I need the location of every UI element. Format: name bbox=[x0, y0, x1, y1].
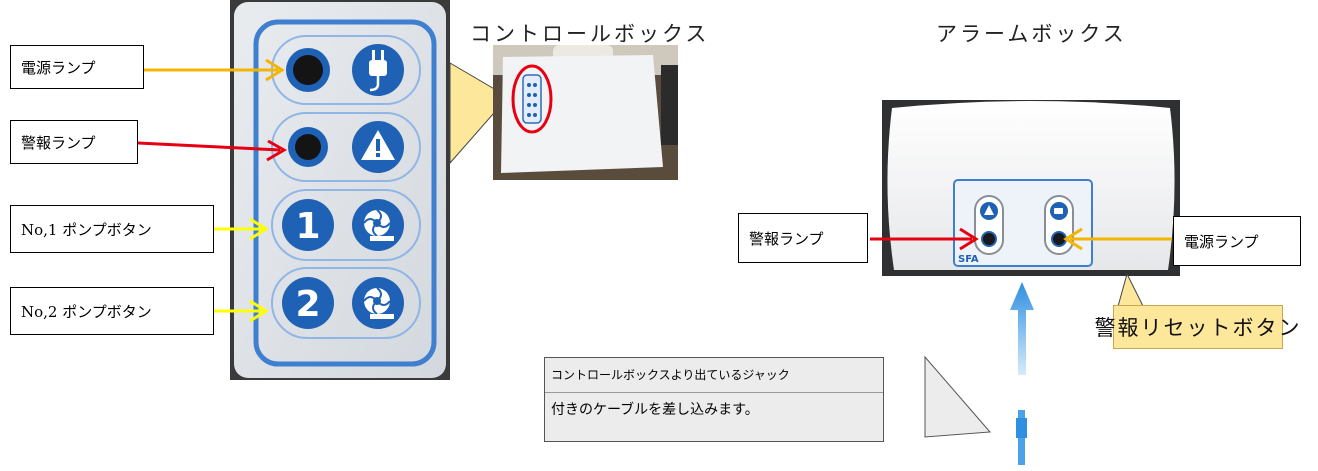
alarm-box-power-lamp-label: 電源ランプ bbox=[1173, 216, 1301, 266]
pump1-digit: 1 bbox=[295, 206, 320, 247]
alarm-box-alarm-lamp-label: 警報ランプ bbox=[738, 213, 868, 263]
control-box-photo bbox=[493, 45, 678, 180]
insertion-arrow-and-cable bbox=[1010, 282, 1034, 465]
alarm-reset-button-label-text: 警報リセットボタン bbox=[1094, 316, 1302, 340]
up-arrow-icon bbox=[1010, 282, 1034, 375]
alarm-lamp-label: 警報ランプ bbox=[10, 120, 138, 164]
alarm-box-alarm-lamp-arrow bbox=[870, 227, 979, 251]
pump2-button[interactable]: 2 bbox=[282, 277, 334, 329]
jack-cable bbox=[1016, 410, 1027, 465]
pump2-button-label: No,2 ポンプボタン bbox=[10, 287, 214, 335]
alarm-lamp-label-text: 警報ランプ bbox=[21, 133, 96, 152]
explanation-callout-pointer bbox=[924, 355, 992, 438]
power-lamp-arrow bbox=[144, 58, 285, 82]
pump-fan-icon bbox=[352, 277, 404, 329]
explanation-callout: コントロールボックスより出ているジャック 付きのケーブルを差し込みます。 bbox=[544, 357, 884, 442]
power-lamp-label: 電源ランプ bbox=[10, 45, 144, 89]
alarm-reset-button-label: 警報リセットボタン bbox=[1095, 305, 1300, 349]
highlight-ellipse bbox=[511, 64, 553, 134]
alarm-box-heading: アラームボックス bbox=[936, 22, 1127, 46]
callout-line-1: コントロールボックスより出ているジャック bbox=[551, 368, 790, 382]
pump1-button-label: No,1 ポンプボタン bbox=[10, 205, 214, 253]
pump2-label-text: No,2 ポンプボタン bbox=[21, 302, 152, 321]
control-box-heading: コントロールボックス bbox=[470, 22, 710, 46]
left-arrows bbox=[137, 58, 288, 323]
power-lamp-label-text: 電源ランプ bbox=[21, 58, 96, 77]
alarm-box-plug-icon bbox=[1050, 202, 1068, 220]
power-lamp bbox=[286, 48, 330, 92]
alarm-box-photo: SFA bbox=[882, 100, 1180, 276]
alarm-box-power-lamp-label-text: 電源ランプ bbox=[1184, 232, 1259, 251]
warning-triangle-icon bbox=[352, 121, 404, 173]
alarm-lamp bbox=[288, 127, 328, 167]
pump-fan-icon bbox=[352, 199, 404, 251]
control-panel-photo: 1 2 bbox=[230, 0, 450, 380]
plug-icon bbox=[352, 44, 404, 96]
pump2-arrow bbox=[214, 299, 269, 323]
alarm-lamp-arrow bbox=[137, 139, 288, 162]
brand-logo: SFA bbox=[958, 254, 979, 265]
pump1-label-text: No,1 ポンプボタン bbox=[21, 220, 152, 239]
alarm-box-alarm-lamp bbox=[981, 231, 997, 247]
alarm-box-alarm-lamp-label-text: 警報ランプ bbox=[749, 229, 824, 248]
pump1-arrow bbox=[214, 217, 269, 241]
zoom-callout-wedge bbox=[449, 62, 509, 165]
pump1-button[interactable]: 1 bbox=[282, 199, 334, 251]
alarm-box-warning-icon bbox=[980, 202, 998, 220]
alarm-box-power-lamp-arrow bbox=[1063, 227, 1172, 251]
pump2-digit: 2 bbox=[295, 284, 320, 325]
alarm-box-arrows bbox=[870, 227, 1172, 251]
callout-line-2: 付きのケーブルを差し込みます。 bbox=[545, 392, 883, 427]
